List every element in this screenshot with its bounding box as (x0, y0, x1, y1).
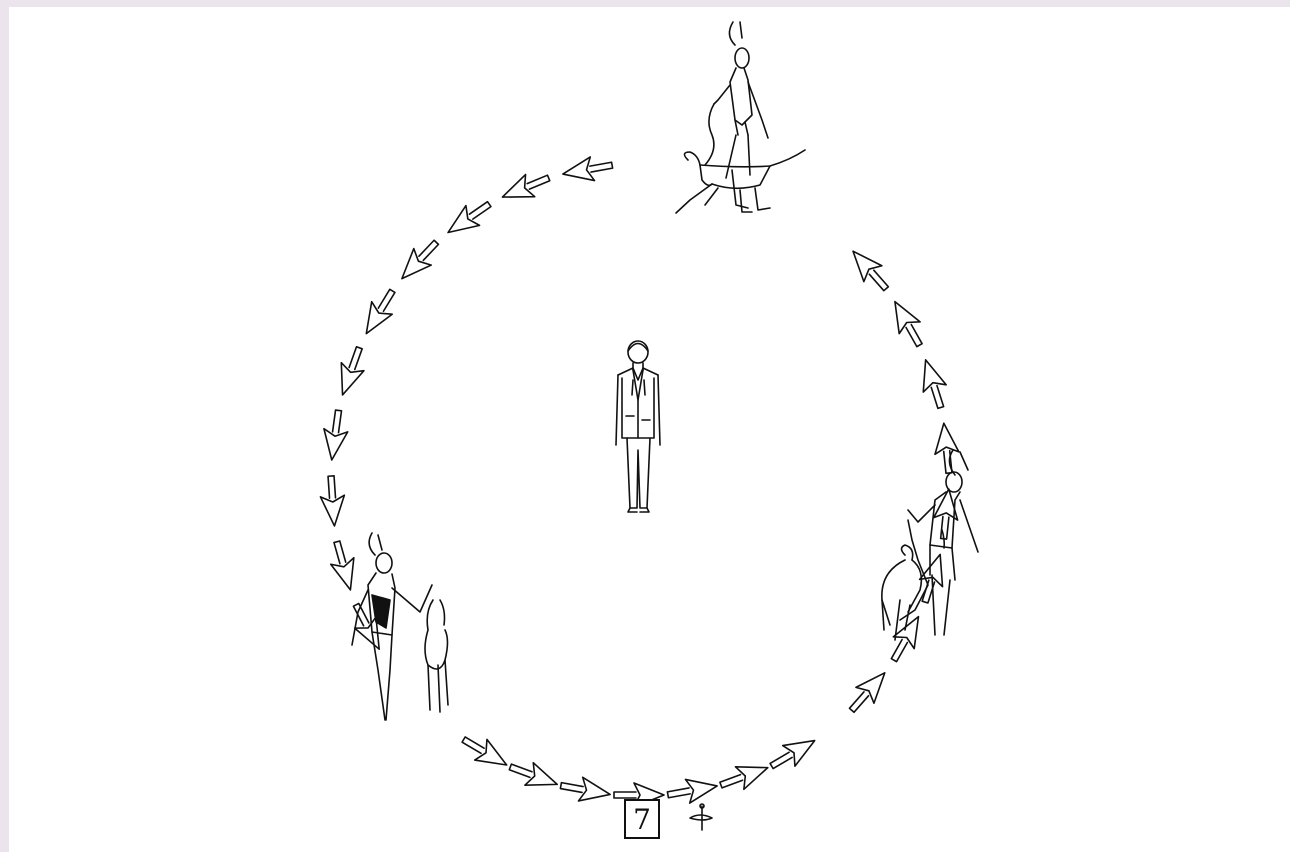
path-arrow (766, 730, 821, 776)
path-arrow (441, 194, 496, 242)
left-handler-with-dog (352, 533, 448, 720)
heel-position-icon (690, 804, 712, 830)
path-arrow (331, 344, 370, 399)
path-arrow (320, 409, 351, 462)
path-arrow (932, 422, 961, 474)
path-arrow (458, 729, 513, 775)
path-arrow (666, 774, 719, 806)
path-arrow (325, 539, 362, 594)
judge-figure (616, 341, 660, 512)
path-arrow (561, 153, 614, 185)
path-arrow (844, 243, 895, 296)
path-arrow (717, 756, 772, 796)
path-arrow (393, 234, 445, 287)
path-arrow (356, 285, 403, 340)
path-arrow (498, 167, 553, 208)
path-arrow (506, 756, 561, 796)
path-arrow (914, 356, 952, 411)
path-arrow (843, 665, 894, 718)
path-arrow (559, 774, 612, 806)
path-arrow (883, 611, 928, 666)
exercise-number-box: 7 (624, 799, 660, 839)
path-arrow (932, 488, 961, 540)
path-arrow (319, 475, 346, 527)
path-arrow (884, 296, 929, 351)
arrow-ring (319, 153, 961, 807)
top-handler-with-dog (676, 22, 805, 213)
right-handler-with-dog (882, 450, 978, 640)
exercise-number: 7 (633, 803, 651, 836)
